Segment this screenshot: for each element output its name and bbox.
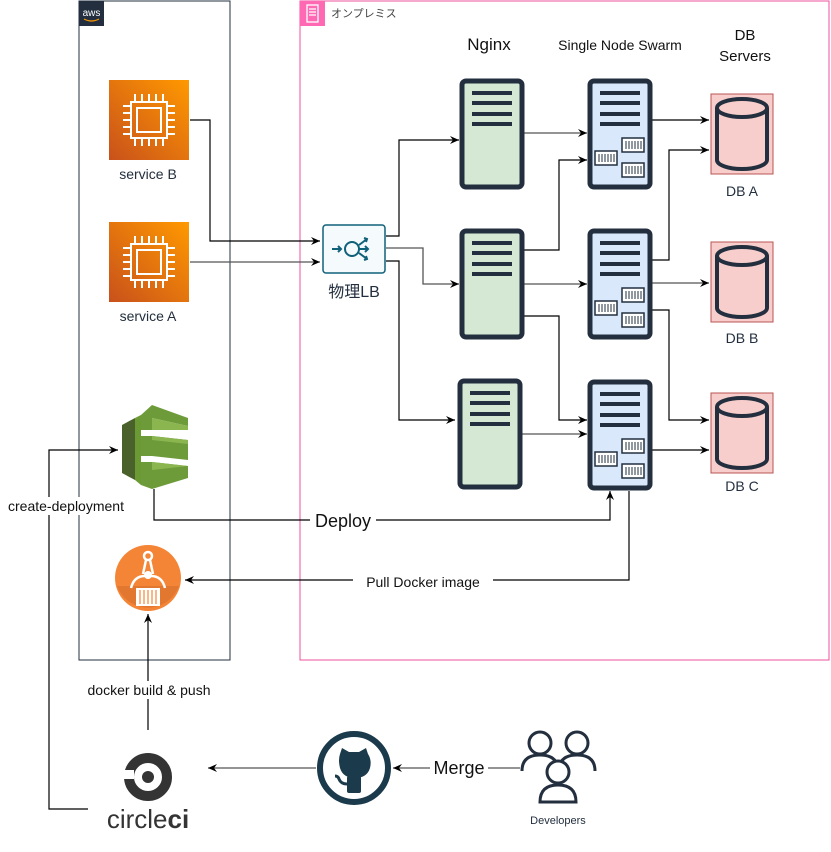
header-db-line2: Servers <box>719 48 771 65</box>
aws-cloud-group: aws <box>78 0 231 661</box>
edge-label-pull: Pull Docker image <box>366 574 480 590</box>
edge-labels: Deploy Pull Docker image create-deployme… <box>0 497 493 778</box>
header-nginx: Nginx <box>467 35 511 54</box>
edge-label-create-deployment: create-deployment <box>8 498 124 514</box>
db-b-node[interactable]: DB B <box>709 240 775 346</box>
edge-label-docker-build: docker build & push <box>88 682 211 698</box>
db-a-label: DB A <box>726 183 759 199</box>
circleci-logo-icon <box>120 753 172 801</box>
swarm-node-3[interactable] <box>590 382 650 488</box>
service-a-node[interactable]: service A <box>108 221 190 324</box>
database-icon <box>709 92 775 176</box>
load-balancer-icon <box>332 237 370 261</box>
developers-node[interactable]: Developers <box>520 730 597 827</box>
nginx-server-2[interactable] <box>462 231 522 337</box>
ec2-chip-icon <box>108 221 190 303</box>
circleci-logo[interactable]: circleci <box>107 753 189 834</box>
db-c-label: DB C <box>725 478 758 494</box>
edge-deploy <box>153 489 614 521</box>
db-c-node[interactable]: DB C <box>709 391 775 494</box>
service-b-node[interactable]: service B <box>108 79 190 182</box>
edge-pull-image <box>185 491 630 584</box>
swarm-node-1[interactable] <box>590 81 650 187</box>
users-icon <box>520 730 597 804</box>
aws-badge: aws <box>83 8 101 19</box>
db-a-node[interactable]: DB A <box>709 92 775 199</box>
nginx-server-3[interactable] <box>460 381 520 487</box>
database-icon <box>709 391 775 475</box>
database-icon <box>709 240 775 324</box>
onprem-group-title: オンプレミス <box>331 7 397 20</box>
codedeploy-icon[interactable] <box>122 405 188 489</box>
edge-create-deployment <box>48 446 118 810</box>
edge-lb-nginx1 <box>386 136 459 237</box>
edge-label-merge: Merge <box>433 758 484 778</box>
edge-nginx2-swarm1 <box>524 156 587 251</box>
connections <box>48 116 709 810</box>
onprem-server-icon <box>306 4 319 23</box>
service-a-label: service A <box>120 308 177 324</box>
header-swarm: Single Node Swarm <box>558 37 682 53</box>
db-b-label: DB B <box>726 330 759 346</box>
edge-lb-nginx3 <box>386 260 455 424</box>
edge-swarm2-dba <box>652 146 709 261</box>
edge-serviceb-lb <box>190 119 320 245</box>
aws-smile-icon <box>83 18 100 22</box>
edge-label-deploy: Deploy <box>315 511 371 531</box>
circleci-text-light: circle <box>107 804 168 834</box>
edge-swarm2-dbc <box>652 309 709 424</box>
onprem-group: オンプレミス <box>299 0 830 661</box>
svg-text:circleci: circleci <box>107 804 189 834</box>
edge-lb-nginx2 <box>386 247 459 288</box>
ecr-registry-icon[interactable] <box>115 545 181 611</box>
header-db-line1: DB <box>735 27 756 44</box>
edge-nginx2-swarm3 <box>524 315 587 424</box>
physical-lb-node[interactable]: 物理LB <box>322 224 386 301</box>
circleci-text-bold: ci <box>167 804 189 834</box>
ec2-chip-icon <box>108 79 190 161</box>
github-octocat-icon <box>334 748 371 793</box>
nginx-server-1[interactable] <box>462 81 522 187</box>
swarm-node-2[interactable] <box>590 231 650 337</box>
physical-lb-label: 物理LB <box>328 283 380 301</box>
developers-label: Developers <box>530 815 586 827</box>
github-node[interactable] <box>317 731 391 805</box>
service-b-label: service B <box>119 166 177 182</box>
